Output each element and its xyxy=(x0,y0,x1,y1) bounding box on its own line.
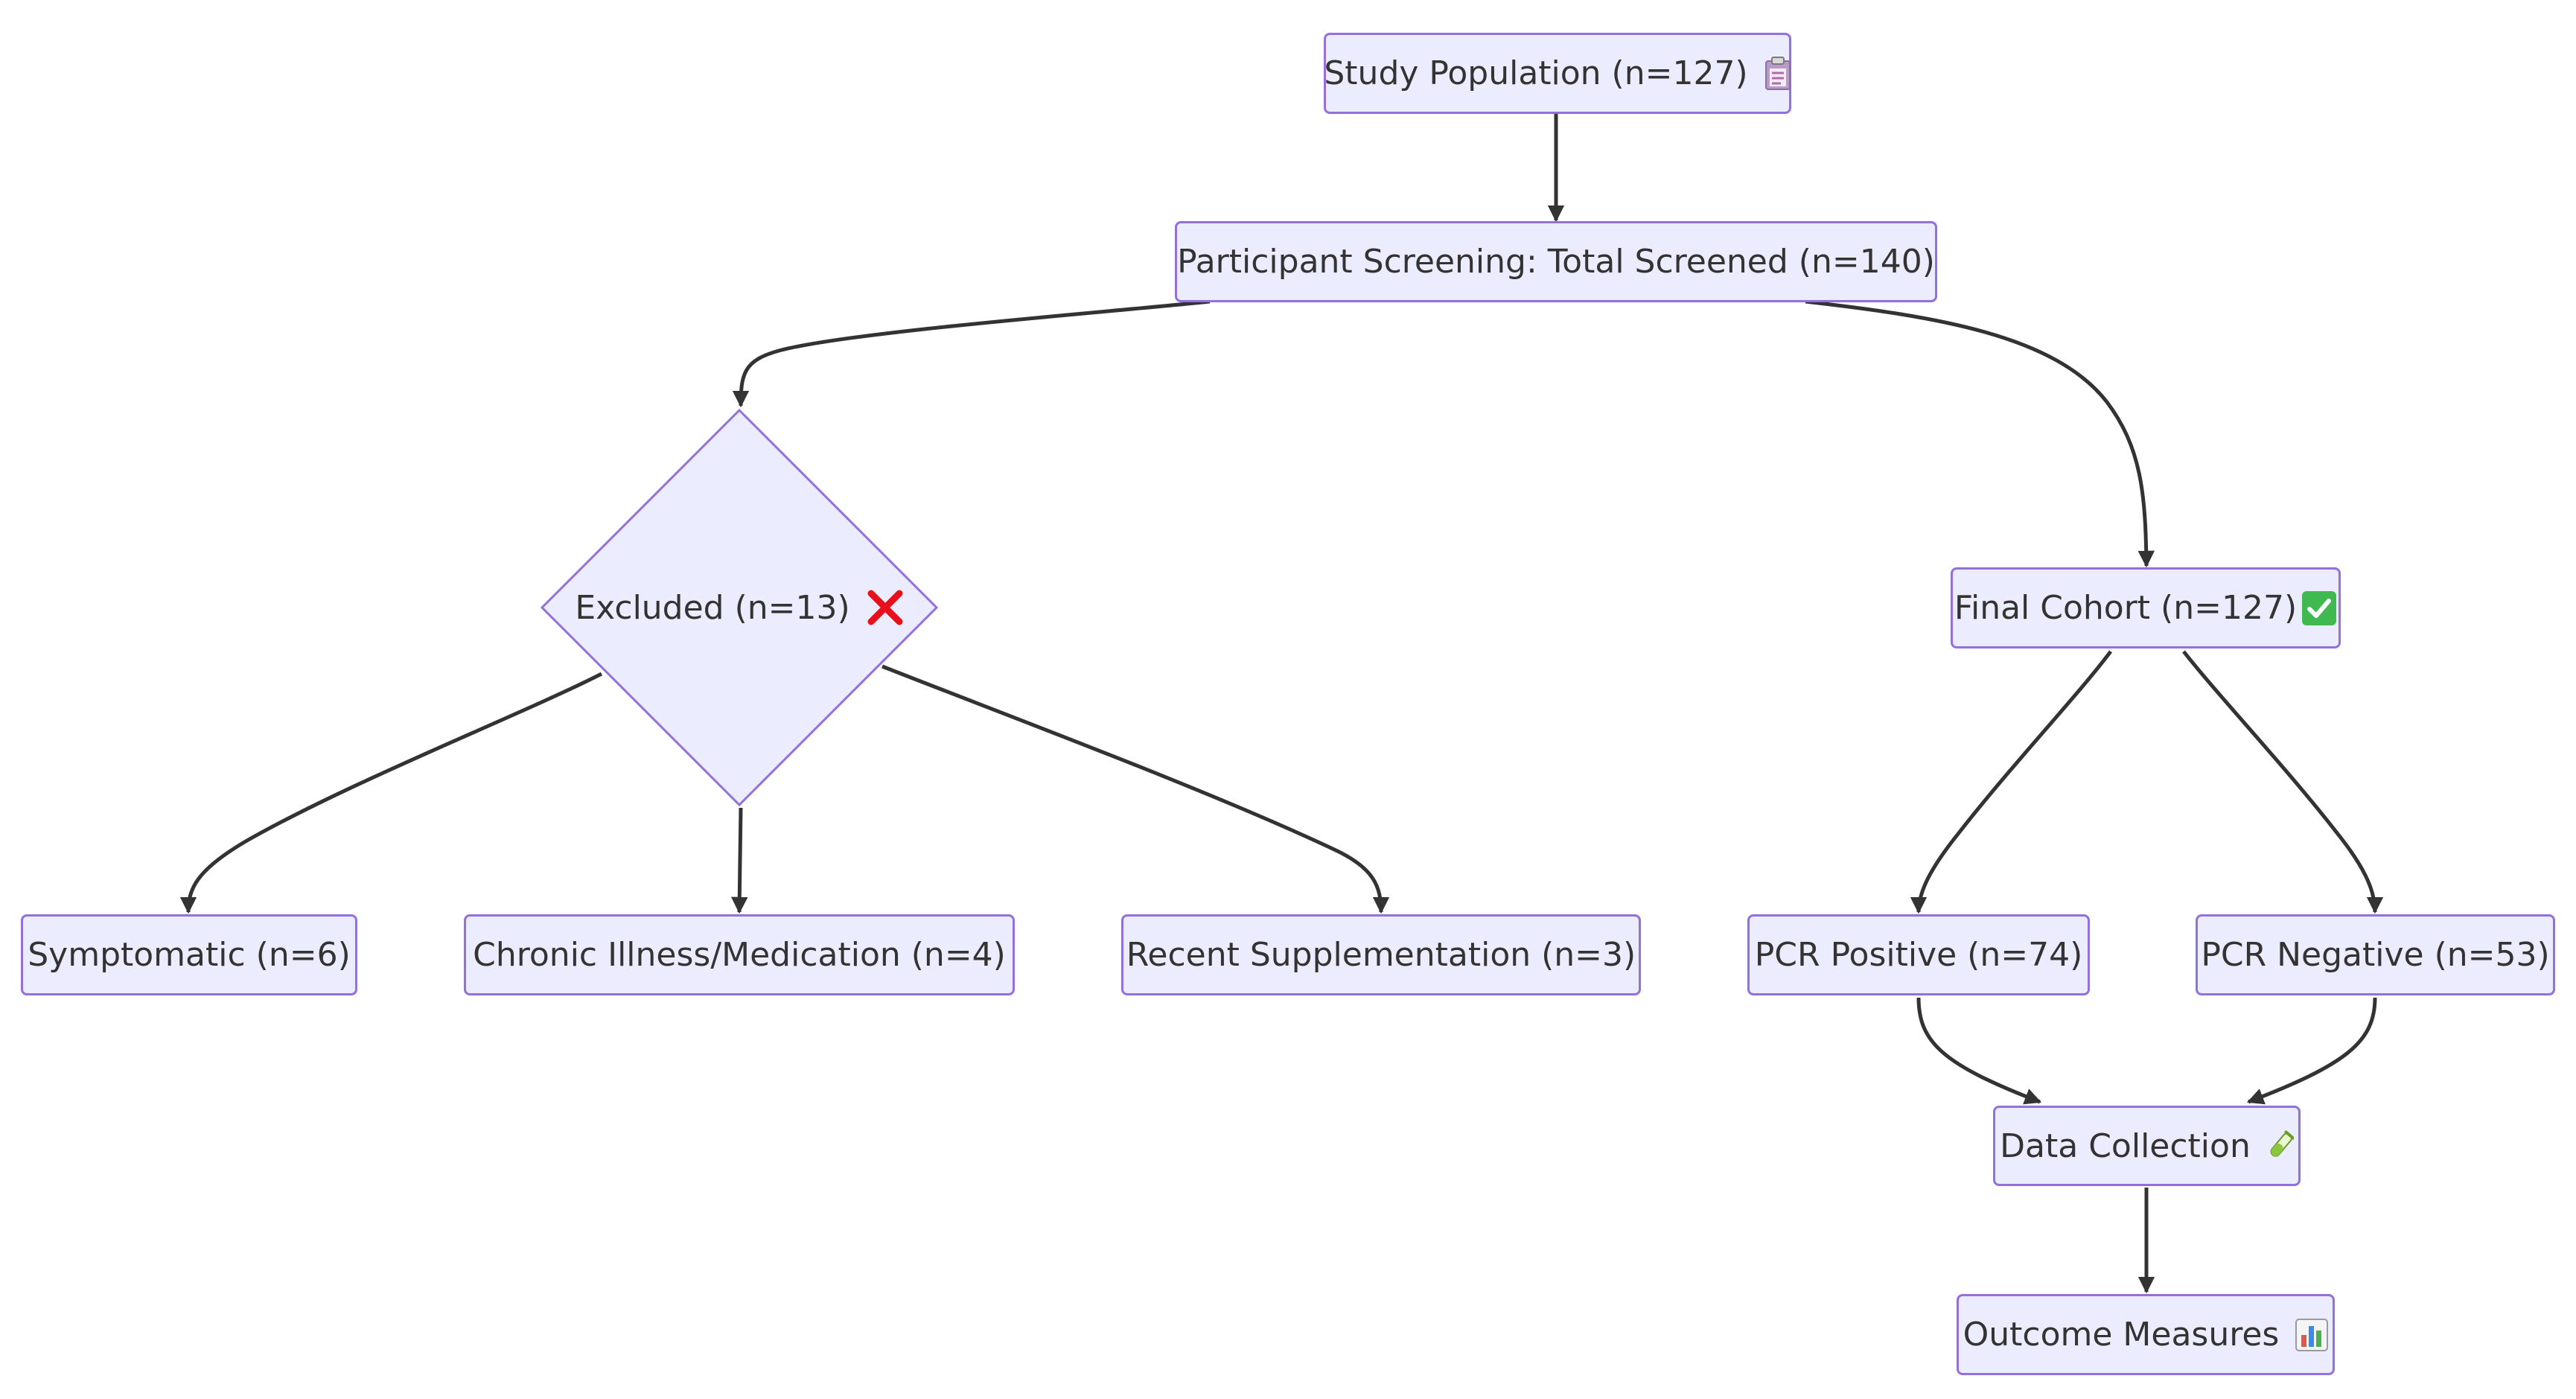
edge-excluded-to-symptomatic xyxy=(179,672,603,914)
edge-cohort-to-pcr-positive xyxy=(1910,650,2112,914)
node-screening: Participant Screening: Total Screened (n… xyxy=(1175,221,1937,302)
edge-screening-to-excluded xyxy=(732,299,1211,408)
test-tube-icon xyxy=(2267,1129,2294,1162)
edge-cohort-to-pcr-negative xyxy=(2182,650,2384,914)
cross-mark-icon xyxy=(867,589,904,626)
node-study-population-label: Study Population (n=127) xyxy=(1324,54,1748,92)
edge-pcr-negative-to-data xyxy=(2246,997,2377,1105)
node-recent-supplementation: Recent Supplementation (n=3) xyxy=(1121,914,1641,995)
node-data-collection-label: Data Collection xyxy=(2000,1126,2251,1165)
edge-excluded-to-recent xyxy=(881,664,1390,914)
node-outcome-measures: Outcome Measures xyxy=(1957,1294,2335,1375)
node-data-collection: Data Collection xyxy=(1993,1106,2301,1186)
node-chronic-illness: Chronic Illness/Medication (n=4) xyxy=(464,914,1015,995)
edge-pcr-positive-to-data xyxy=(1916,997,2042,1105)
node-pcr-negative-label: PCR Negative (n=53) xyxy=(2201,936,2550,974)
node-symptomatic: Symptomatic (n=6) xyxy=(21,914,357,995)
node-pcr-positive: PCR Positive (n=74) xyxy=(1747,914,2090,995)
decision-excluded-label: Excluded (n=13) xyxy=(575,588,850,627)
node-final-cohort-label: Final Cohort (n=127) xyxy=(1954,589,2298,627)
edge-screening-to-final-cohort xyxy=(1805,299,2155,568)
node-chronic-illness-label: Chronic Illness/Medication (n=4) xyxy=(473,936,1006,974)
node-recent-supplementation-label: Recent Supplementation (n=3) xyxy=(1126,936,1636,974)
node-pcr-positive-label: PCR Positive (n=74) xyxy=(1754,936,2083,974)
node-symptomatic-label: Symptomatic (n=6) xyxy=(28,936,351,974)
bar-chart-icon xyxy=(2295,1318,2329,1351)
decision-excluded: Excluded (n=13) xyxy=(540,408,939,807)
edge-excluded-to-chronic xyxy=(731,807,748,914)
clipboard-icon xyxy=(1764,56,1791,91)
check-mark-button-icon xyxy=(2301,590,2337,626)
node-study-population: Study Population (n=127) xyxy=(1324,33,1791,114)
node-screening-label: Participant Screening: Total Screened (n… xyxy=(1177,243,1935,281)
node-outcome-measures-label: Outcome Measures xyxy=(1963,1316,2280,1354)
node-final-cohort: Final Cohort (n=127) xyxy=(1951,567,2341,648)
node-pcr-negative: PCR Negative (n=53) xyxy=(2196,914,2555,995)
